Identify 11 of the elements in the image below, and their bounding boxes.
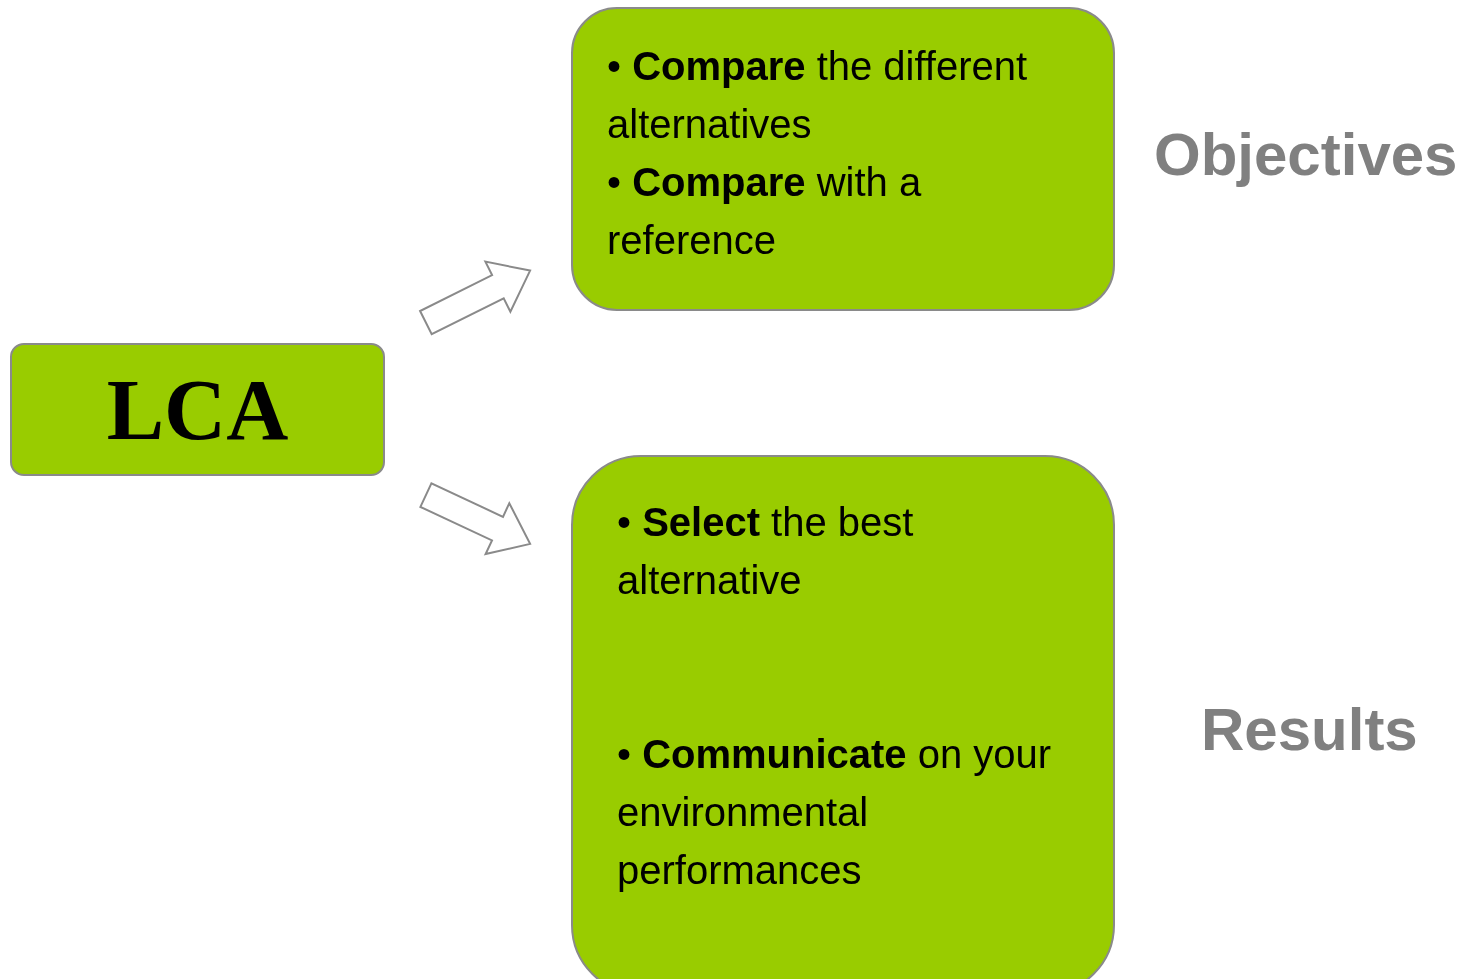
- bullet-text: • Select the best alternative: [617, 499, 915, 604]
- process-box: [571, 455, 1115, 979]
- bullet-text: • Communicate on your environmental performances: [617, 731, 1053, 894]
- process-box: [571, 7, 1115, 311]
- side-heading: Objectives: [1154, 125, 1458, 185]
- block-arrow: [419, 482, 532, 556]
- block-arrow: [418, 260, 532, 336]
- side-heading: Results: [1201, 700, 1418, 760]
- box-title: LCA: [106, 366, 289, 453]
- process-box: [10, 343, 385, 476]
- bullet-text: • Compare with a reference: [607, 159, 923, 264]
